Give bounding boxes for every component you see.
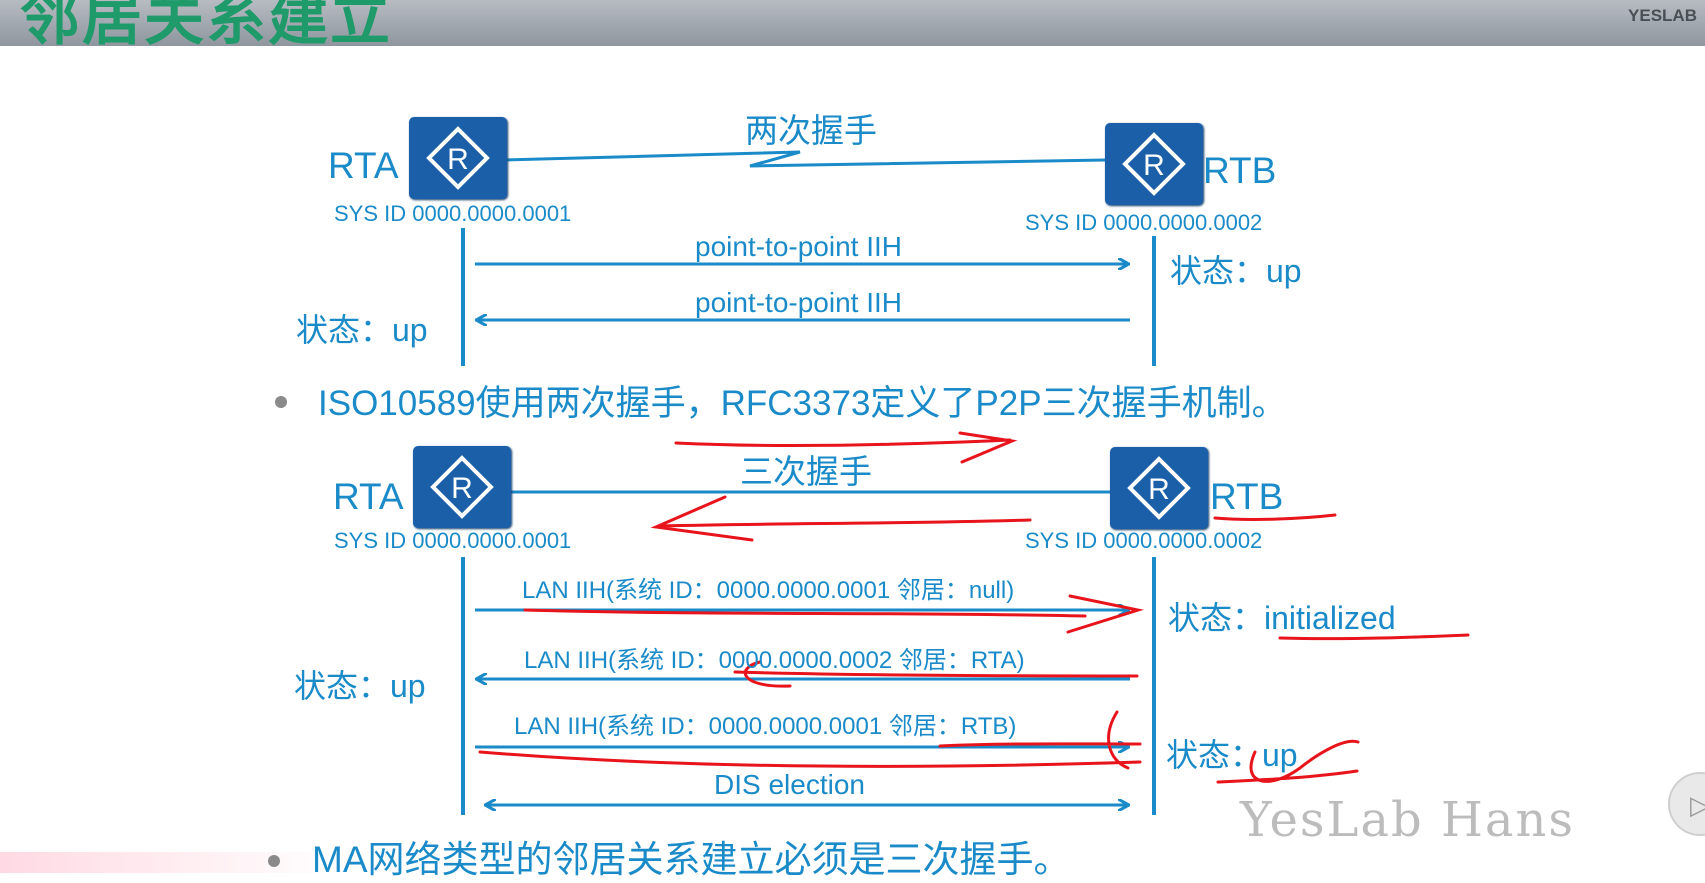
annotation-check-up: [1216, 739, 1360, 784]
watermark-text: YesLab Hans: [1239, 792, 1575, 848]
lan-msg-label-3: LAN IIH(系统 ID：0000.0000.0001 邻居：RTB): [514, 713, 1017, 740]
annotation-underline-msg3: [938, 710, 1142, 770]
top-rta-label: RTA: [328, 145, 399, 186]
svg-text:R: R: [1143, 149, 1165, 182]
router-rtb-icon-2: R: [1110, 447, 1208, 529]
top-rtb-label: RTB: [1203, 150, 1277, 191]
header-bar: [0, 0, 1705, 46]
top-rtb-sysid: SYS ID 0000.0000.0002: [1025, 210, 1263, 235]
router-rta-icon: R: [409, 117, 507, 199]
bottom-rtb-status-initialized: 状态：initialized: [1168, 600, 1396, 636]
bottom-rta-label: RTA: [333, 476, 404, 517]
top-link-line: [504, 150, 1106, 168]
svg-text:R: R: [447, 143, 469, 176]
top-msg-label-1: point-to-point IIH: [695, 231, 902, 262]
bottom-left-overlay: [0, 852, 340, 873]
top-link-label: 两次握手: [745, 112, 877, 149]
annotation-underline-dis: [478, 750, 1142, 768]
bottom-rtb-label: RTB: [1210, 476, 1284, 517]
svg-text:R: R: [451, 472, 473, 505]
annotation-underline-rtb: [1213, 513, 1337, 521]
annotation-underline-initialized: [1278, 633, 1470, 641]
bottom-rtb-sysid: SYS ID 0000.0000.0002: [1025, 528, 1263, 553]
bottom-rtb-status-up: 状态：up: [1166, 737, 1298, 773]
top-rta-sysid: SYS ID 0000.0000.0001: [334, 201, 572, 226]
bullet-text-2: MA网络类型的邻居关系建立必须是三次握手。: [312, 839, 1071, 880]
annotation-arrow-right: [674, 431, 1018, 464]
annotation-underline-msg2: [733, 660, 1139, 688]
bottom-link-label: 三次握手: [740, 453, 872, 490]
svg-text:R: R: [1148, 473, 1170, 506]
bullet-dot-2: [268, 855, 280, 867]
annotation-underline-msg1: [523, 594, 1144, 634]
bullet-text-1: ISO10589使用两次握手，RFC3373定义了P2P三次握手机制。: [318, 384, 1287, 423]
router-rtb-icon: R: [1105, 123, 1203, 205]
top-rtb-status: 状态：up: [1170, 253, 1302, 289]
brand-logo: YESLAB: [1628, 6, 1697, 25]
bottom-rta-status: 状态：up: [294, 668, 426, 704]
top-msg-label-2: point-to-point IIH: [695, 287, 902, 318]
play-icon: ▷: [1690, 791, 1705, 821]
lan-msg-label-2: LAN IIH(系统 ID：0000.0000.0002 邻居：RTA): [524, 647, 1025, 674]
lan-msg-label-1: LAN IIH(系统 ID：0000.0000.0001 邻居：null): [522, 577, 1015, 604]
router-rta-icon-2: R: [413, 446, 511, 528]
bullet-dot-1: [275, 396, 287, 408]
dis-election-label: DIS election: [714, 769, 865, 800]
bottom-rta-sysid: SYS ID 0000.0000.0001: [334, 528, 572, 553]
annotation-arrow-left: [650, 495, 1032, 542]
top-rta-status: 状态：up: [296, 312, 428, 348]
red-annotations: [478, 431, 1470, 784]
page-title: 邻居关系建立: [20, 0, 392, 54]
